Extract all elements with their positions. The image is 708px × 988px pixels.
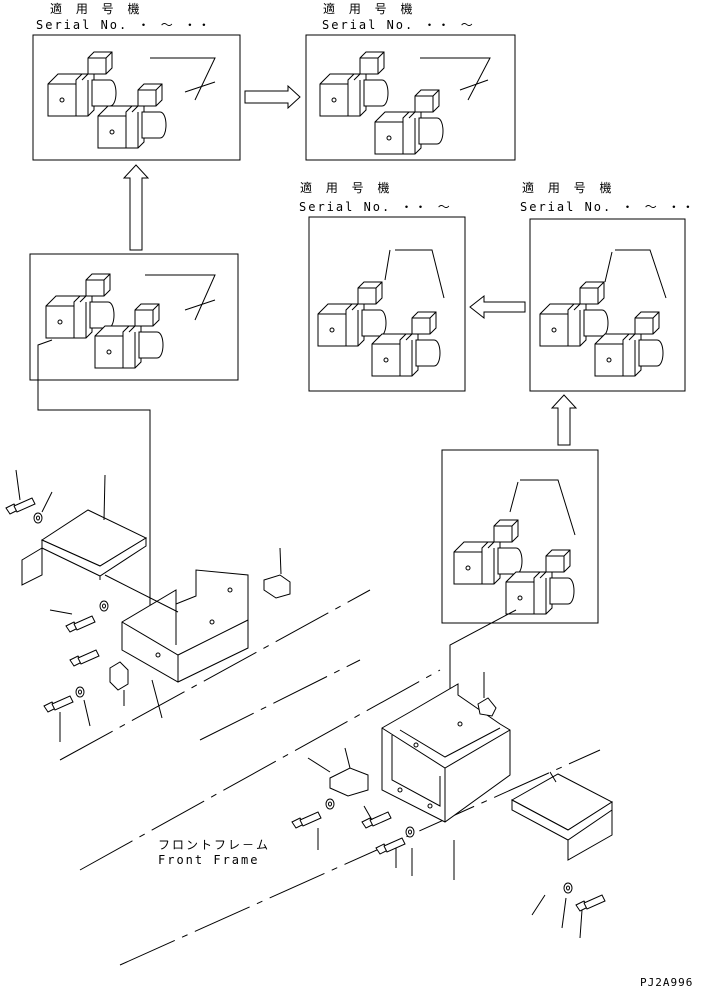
lead-wire (449, 609, 517, 700)
bracket-left (121, 569, 249, 683)
bolt-icon (43, 695, 74, 713)
applicable-model-label-tl: 適 用 号 機 (50, 1, 144, 16)
washer-icon (99, 600, 109, 612)
clip-right (477, 697, 497, 717)
solenoid-valve-icon (539, 281, 664, 377)
solenoid-valve-icon (47, 51, 167, 149)
leader-line (604, 249, 667, 299)
front-frame-label-en: Front Frame (158, 853, 259, 867)
serial-number-label-tl: Serial No. ・ 〜 ・・ (36, 18, 212, 32)
lead-wire (37, 339, 151, 625)
applicable-model-label-ml: 適 用 号 機 (300, 180, 394, 195)
clamp-right (329, 767, 369, 797)
drawing-code: PJ2A996 (640, 976, 693, 988)
solenoid-valve-icon (453, 519, 575, 615)
front-frame-edge-upper (59, 589, 371, 761)
serial-number-label-tr: Serial No. ・・ 〜 (322, 18, 475, 32)
solenoid-valve-icon (319, 51, 444, 155)
bolt-icon (575, 894, 606, 912)
valve-box-ml-base (29, 253, 239, 381)
leader-line (145, 274, 216, 321)
bolt-icon (361, 811, 392, 829)
bolt-icon (65, 615, 96, 633)
leader-line (150, 57, 216, 101)
hollow-arrow-icon (122, 164, 150, 251)
hollow-arrow-icon (469, 294, 526, 320)
washer-icon (33, 512, 43, 524)
bolt-icon (375, 837, 406, 855)
valve-box-lr (441, 449, 599, 624)
applicable-model-label-tr: 適 用 号 機 (323, 1, 417, 16)
leader-line (384, 249, 445, 299)
bracket-right (381, 683, 511, 823)
bolt-icon (69, 649, 100, 667)
applicable-model-label-mr: 適 用 号 機 (522, 180, 616, 195)
valve-box-tl (32, 34, 241, 161)
serial-number-label-mr: Serial No. ・ 〜 ・・ (520, 200, 696, 214)
serial-number-label-ml: Serial No. ・・ 〜 (299, 200, 452, 214)
bolt-icon (291, 811, 322, 829)
clip-left (109, 661, 129, 691)
valve-box-tr (305, 34, 516, 161)
washer-icon (563, 882, 573, 894)
clamp-left (263, 574, 291, 599)
front-frame-edge-mid (79, 669, 441, 871)
hollow-arrow-icon (550, 394, 578, 446)
valve-box-mr (529, 218, 686, 392)
front-frame-edge-lower (119, 749, 601, 966)
cover-plate-left (40, 509, 148, 567)
washer-icon (75, 686, 85, 698)
leader-line (420, 57, 491, 101)
solenoid-valve-icon (317, 281, 441, 377)
leader-line (509, 479, 576, 536)
solenoid-valve-icon (45, 273, 164, 369)
front-frame-label-jp: フロントフレ－ム (158, 838, 270, 852)
washer-icon (405, 826, 415, 838)
washer-icon (325, 798, 335, 810)
bolt-icon (5, 497, 36, 515)
valve-box-mc (308, 216, 466, 392)
hollow-arrow-icon (244, 84, 301, 110)
